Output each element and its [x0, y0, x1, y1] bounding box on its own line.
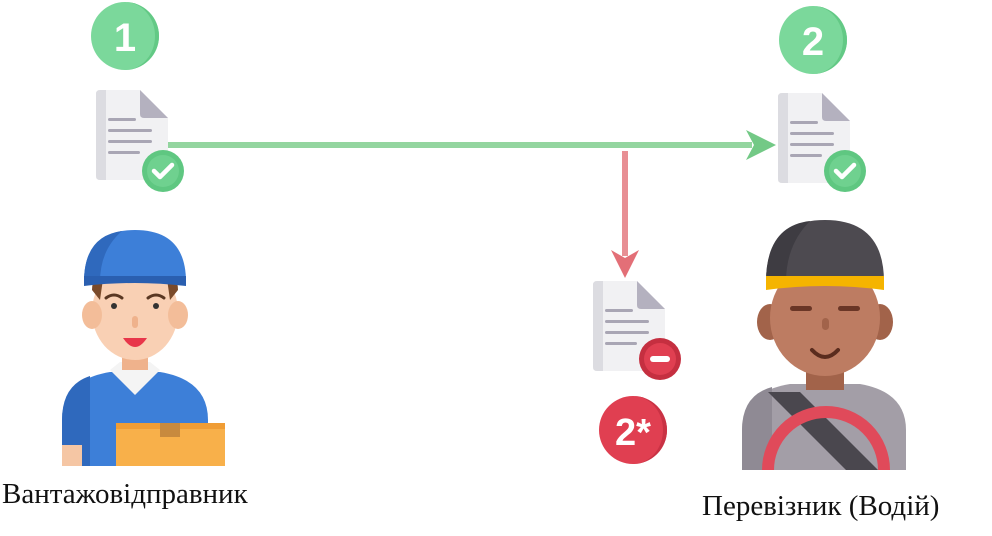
document-approved-icon [778, 93, 866, 192]
step-1-label: 1 [114, 16, 136, 60]
driver-with-steering-wheel-icon [742, 220, 906, 471]
document-rejected-icon [593, 281, 681, 380]
step-2-badge: 2 [779, 6, 847, 74]
document-approved-icon [96, 90, 184, 192]
worker-with-box-icon [62, 230, 225, 466]
step-2-star-label: 2* [615, 412, 651, 454]
carrier-label: Перевізник (Водій) [702, 490, 940, 522]
transfer-arrow [168, 130, 776, 160]
step-2-label: 2 [802, 20, 824, 64]
step-2-star-badge: 2* [599, 396, 667, 464]
shipper-label: Вантажовідправник [2, 478, 248, 510]
rejection-arrow [611, 151, 639, 278]
step-1-badge: 1 [91, 2, 159, 70]
